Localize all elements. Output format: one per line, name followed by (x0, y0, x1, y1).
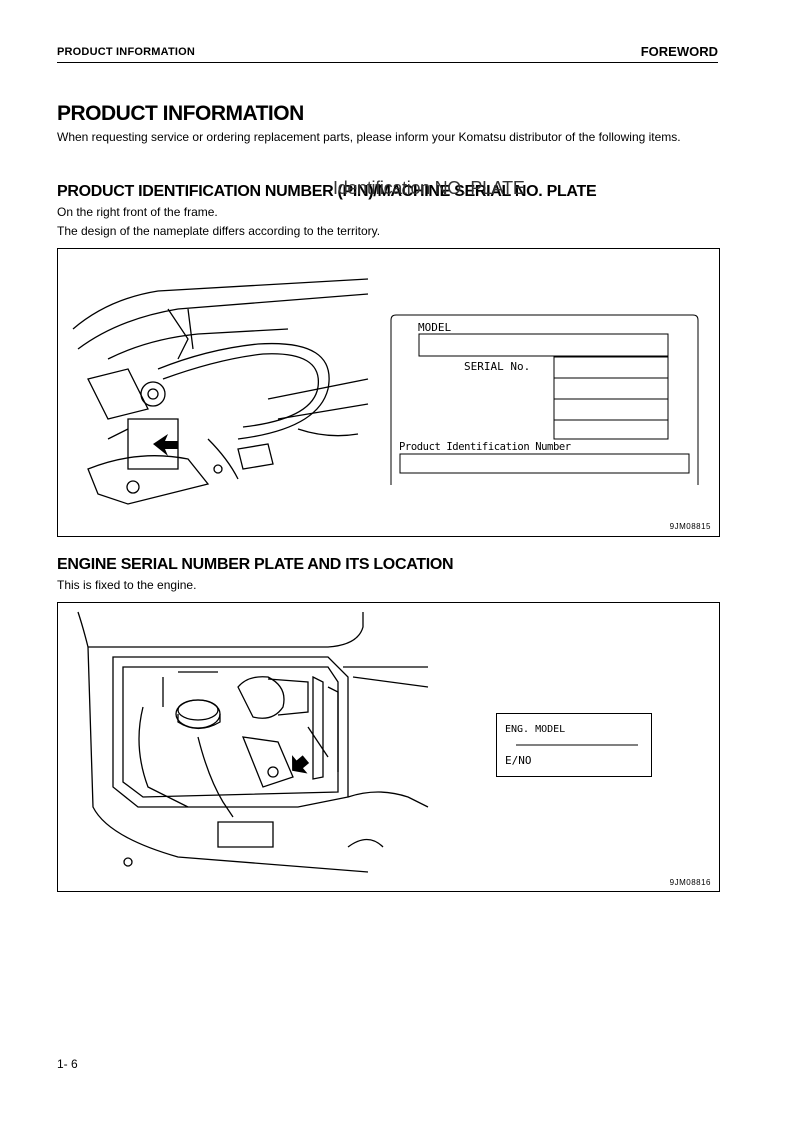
section1-heading: PRODUCT IDENTIFICATION NUMBER (PIN)/MACH… (57, 183, 597, 200)
location-arrow-icon (153, 434, 178, 456)
frame-illustration (72, 278, 369, 505)
plate-pin-label: Product Identification Number (399, 441, 571, 453)
figure-code-2: 9JM08816 (669, 878, 711, 887)
engine-plate-no-label: E/NO (505, 754, 532, 767)
figure-code-1: 9JM08815 (669, 522, 711, 531)
page-title: PRODUCT INFORMATION (57, 102, 304, 125)
section1-line1: On the right front of the frame. (57, 205, 218, 219)
section1-line2: The design of the nameplate differs acco… (57, 224, 381, 238)
header-rule (57, 62, 718, 63)
engine-plate-model-label: ENG. MODEL (505, 724, 566, 735)
intro-paragraph: When requesting service or ordering repl… (57, 130, 681, 144)
figure-machine-serial-plate: MODEL SERIAL No. Product Identification … (57, 248, 720, 537)
running-header-section: PRODUCT INFORMATION (57, 46, 196, 58)
engine-location-arrow-icon (292, 755, 310, 774)
serial-plate-drawing (390, 314, 699, 485)
plate-serial-label: SERIAL No. (464, 360, 531, 373)
engine-plate-drawing (496, 713, 652, 777)
plate-model-label: MODEL (418, 321, 452, 334)
running-header-chapter: FOREWORD (640, 44, 718, 59)
section2-heading: ENGINE SERIAL NUMBER PLATE AND ITS LOCAT… (57, 556, 454, 573)
section1-overlay-text: Identification NO. PLATE (333, 178, 525, 198)
page-number: 1- 6 (57, 1057, 78, 1071)
figure-engine-serial-plate: ENG. MODEL E/NO 9JM08816 (57, 602, 720, 892)
engine-illustration (77, 611, 429, 873)
section2-line1: This is fixed to the engine. (57, 578, 197, 592)
